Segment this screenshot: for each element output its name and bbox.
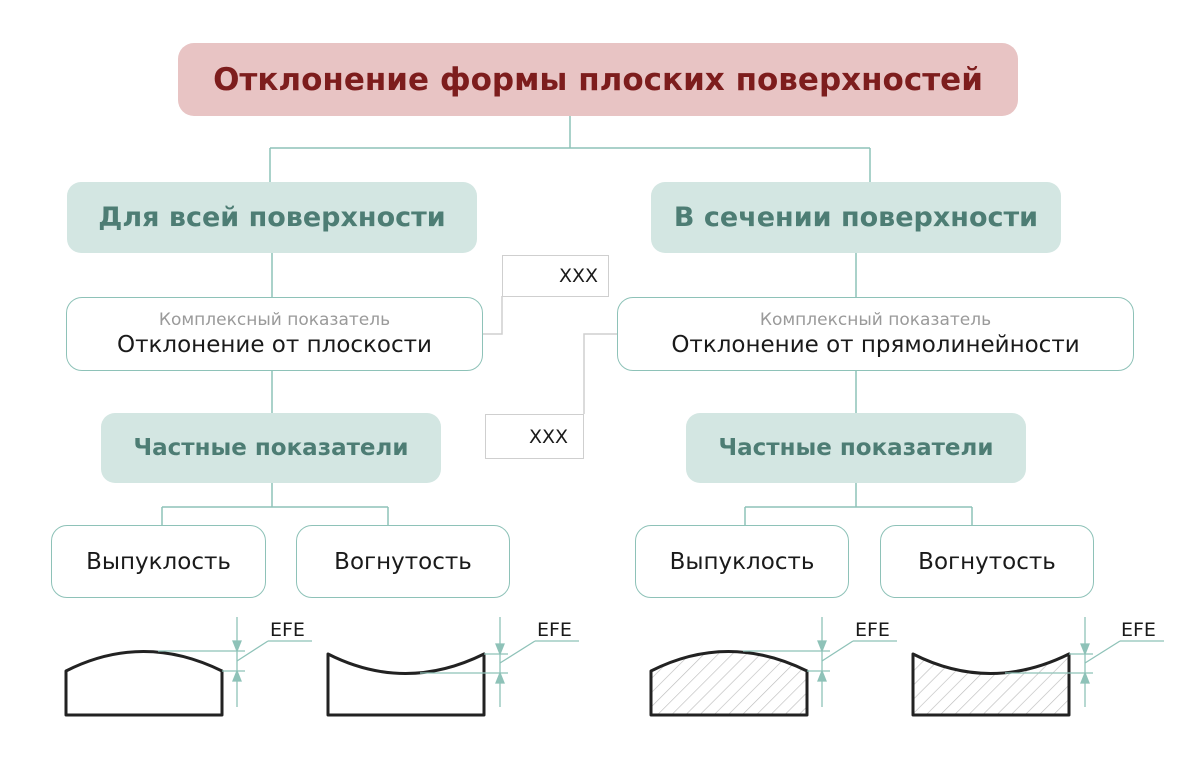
convexity-label: Выпуклость — [86, 548, 231, 575]
complex-indicator-caption: Комплексный показатель — [759, 310, 992, 330]
complex-indicator-caption: Комплексный показатель — [158, 310, 391, 330]
complex-indicator-name: Отклонение от плоскости — [117, 332, 432, 358]
category-section-surface: В сечении поверхности — [651, 182, 1061, 253]
complex-indicator-flatness: Комплексный показатель Отклонение от пло… — [66, 297, 483, 371]
concave-plane-profile — [326, 652, 486, 717]
convexity-right-box: Выпуклость — [635, 525, 849, 598]
convexity-label: Выпуклость — [669, 548, 815, 575]
partial-indicators-left: Частные показатели — [101, 413, 441, 483]
partial-indicators-label: Частные показатели — [718, 435, 994, 461]
flatness-tolerance-frame: XXX — [502, 255, 609, 297]
convexity-left-box: Выпуклость — [51, 525, 266, 598]
straightness-tolerance-value: XXX — [529, 425, 569, 448]
part-profiles — [64, 650, 1071, 717]
partial-indicators-right: Частные показатели — [686, 413, 1026, 483]
complex-indicator-name: Отклонение от прямолинейности — [671, 332, 1080, 358]
flatness-tolerance-value: XXX — [559, 265, 599, 287]
convex-section-profile — [649, 650, 809, 717]
category-whole-surface-label: Для всей поверхности — [98, 202, 446, 233]
concavity-left-box: Вогнутость — [296, 525, 510, 598]
dimension-label-4: EFE — [1121, 619, 1156, 641]
diagram-title: Отклонение формы плоских поверхностей — [213, 61, 983, 98]
category-section-surface-label: В сечении поверхности — [673, 202, 1039, 233]
concave-section-profile — [911, 652, 1071, 717]
convex-plane-profile — [64, 650, 224, 717]
dimension-label-1: EFE — [270, 619, 305, 641]
diagram-title-box: Отклонение формы плоских поверхностей — [178, 43, 1018, 116]
concavity-label: Вогнутость — [334, 548, 472, 575]
concavity-label: Вогнутость — [918, 548, 1056, 575]
connector-lines — [161, 116, 973, 525]
partial-indicators-label: Частные показатели — [133, 435, 409, 461]
dimension-label-2: EFE — [537, 619, 572, 641]
complex-indicator-straightness: Комплексный показатель Отклонение от пря… — [617, 297, 1134, 371]
dimension-label-3: EFE — [855, 619, 890, 641]
frame-leaders — [483, 296, 617, 414]
concavity-right-box: Вогнутость — [880, 525, 1094, 598]
dimension-marks — [158, 617, 1164, 707]
category-whole-surface: Для всей поверхности — [67, 182, 477, 253]
straightness-tolerance-frame: XXX — [485, 414, 584, 459]
